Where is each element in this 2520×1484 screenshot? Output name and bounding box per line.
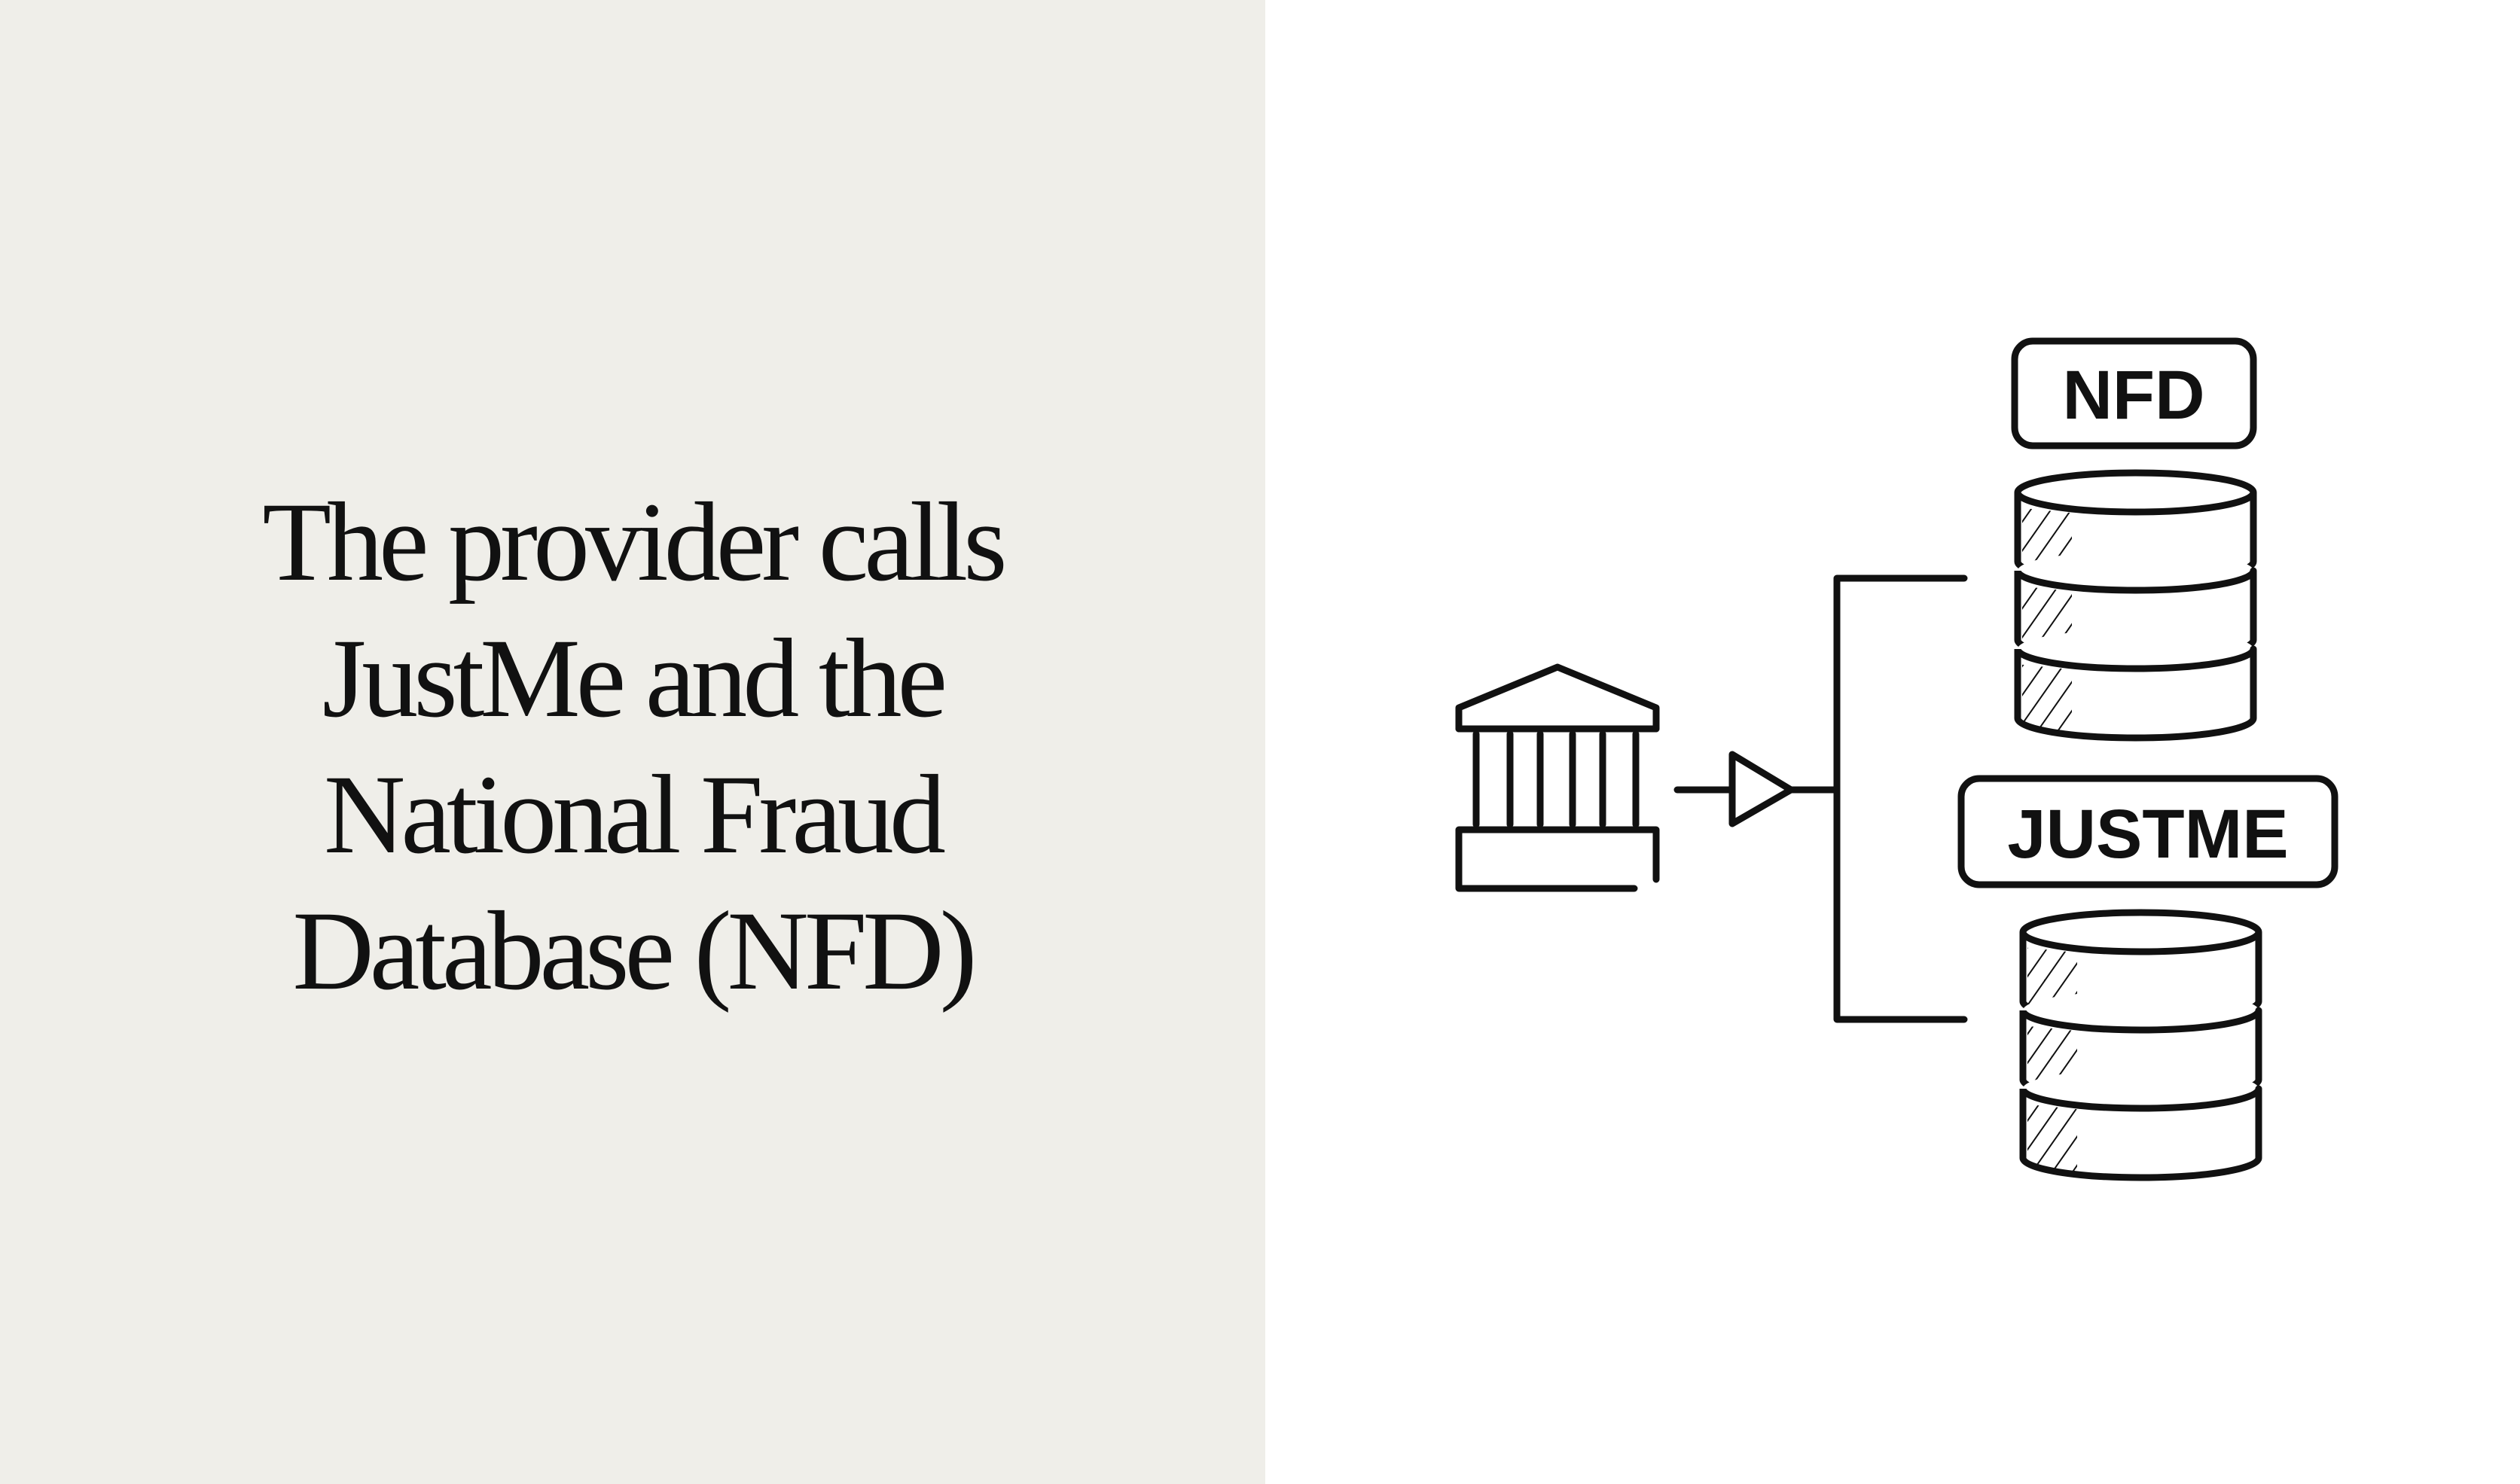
nfd-label-box xyxy=(2011,337,2257,449)
title-line: National Fraud xyxy=(324,752,946,877)
title-line: Database (NFD) xyxy=(292,888,977,1013)
title-line: The provider calls xyxy=(262,480,1007,605)
branch-connector xyxy=(1833,574,1968,1023)
arrow-icon xyxy=(1673,751,1841,827)
database-segment xyxy=(2019,1069,2262,1181)
database-segment xyxy=(2014,629,2257,742)
justme-database-icon xyxy=(2019,909,2262,1181)
left-panel xyxy=(0,0,1265,1484)
justme-label-box xyxy=(1957,775,2338,888)
nfd-label: NFD xyxy=(2062,357,2204,434)
nfd-database-icon xyxy=(2014,469,2257,742)
justme-label: JUSTME xyxy=(2007,796,2288,873)
bank-icon xyxy=(1455,663,1660,892)
title-line: JustMe and the xyxy=(322,616,947,741)
page-title: The provider calls JustMe and the Nation… xyxy=(0,474,1265,1019)
